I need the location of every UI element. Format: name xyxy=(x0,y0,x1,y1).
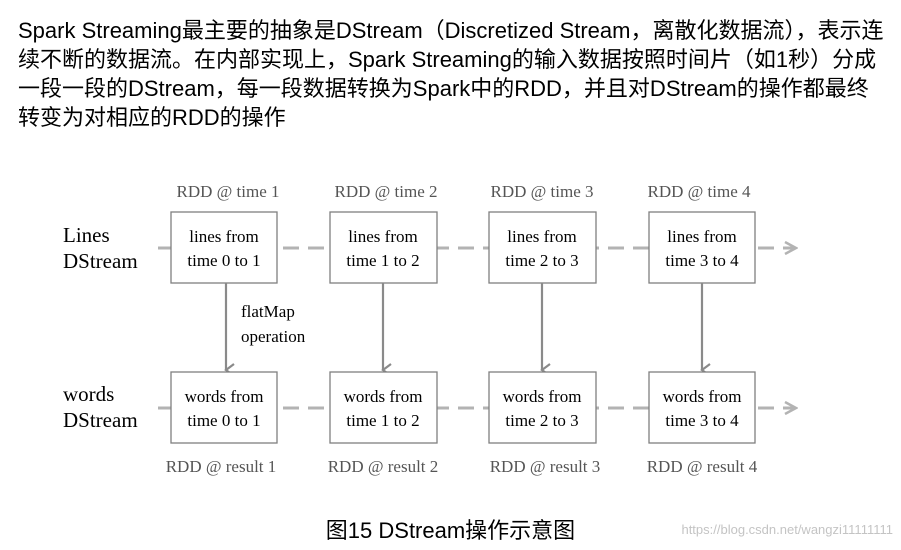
lines-box-2: lines from time 1 to 2 xyxy=(329,211,438,284)
words-box-3-line-2: time 2 to 3 xyxy=(505,411,578,430)
lines-box-3: lines from time 2 to 3 xyxy=(488,211,597,284)
lines-dstream-label-1: Lines xyxy=(63,223,110,247)
watermark: https://blog.csdn.net/wangzi11111111 xyxy=(681,522,893,537)
lines-box-1: lines from time 0 to 1 xyxy=(170,211,278,284)
bottom-rdd-label-3: RDD @ result 3 xyxy=(490,457,601,476)
lines-box-1-line-2: time 0 to 1 xyxy=(187,251,260,270)
lines-box-3-line-2: time 2 to 3 xyxy=(505,251,578,270)
words-box-1-line-2: time 0 to 1 xyxy=(187,411,260,430)
top-rdd-label-3: RDD @ time 3 xyxy=(490,182,593,201)
lines-box-4-line-1: lines from xyxy=(667,227,736,246)
words-box-2: words from time 1 to 2 xyxy=(329,371,438,444)
top-rdd-label-4: RDD @ time 4 xyxy=(647,182,751,201)
operation-label-2: operation xyxy=(241,327,306,346)
bottom-rdd-label-1: RDD @ result 1 xyxy=(166,457,277,476)
words-box-4: words from time 3 to 4 xyxy=(648,371,756,444)
intro-paragraph: Spark Streaming最主要的抽象是DStream（Discretize… xyxy=(18,18,884,130)
words-box-3-line-1: words from xyxy=(503,387,582,406)
words-box-4-line-2: time 3 to 4 xyxy=(665,411,739,430)
top-rdd-label-2: RDD @ time 2 xyxy=(334,182,437,201)
words-box-2-line-1: words from xyxy=(344,387,423,406)
lines-box-2-line-1: lines from xyxy=(348,227,417,246)
words-box-2-line-2: time 1 to 2 xyxy=(346,411,419,430)
lines-box-1-line-1: lines from xyxy=(189,227,258,246)
words-box-1: words from time 0 to 1 xyxy=(170,371,278,444)
words-box-3: words from time 2 to 3 xyxy=(488,371,597,444)
operation-label-1: flatMap xyxy=(241,302,295,321)
words-dstream-label-1: words xyxy=(63,382,114,406)
lines-dstream-label-2: DStream xyxy=(63,249,138,273)
words-box-1-line-1: words from xyxy=(185,387,264,406)
dstream-diagram: Lines DStream words DStream RDD @ time 1… xyxy=(63,182,901,476)
lines-box-2-line-2: time 1 to 2 xyxy=(346,251,419,270)
lines-box-3-line-1: lines from xyxy=(507,227,576,246)
figure-caption: 图15 DStream操作示意图 xyxy=(325,518,576,543)
lines-box-4: lines from time 3 to 4 xyxy=(648,211,756,284)
lines-box-4-line-2: time 3 to 4 xyxy=(665,251,739,270)
top-rdd-label-1: RDD @ time 1 xyxy=(176,182,279,201)
bottom-rdd-label-4: RDD @ result 4 xyxy=(647,457,758,476)
words-dstream-label-2: DStream xyxy=(63,408,138,432)
bottom-rdd-label-2: RDD @ result 2 xyxy=(328,457,439,476)
words-box-4-line-1: words from xyxy=(663,387,742,406)
